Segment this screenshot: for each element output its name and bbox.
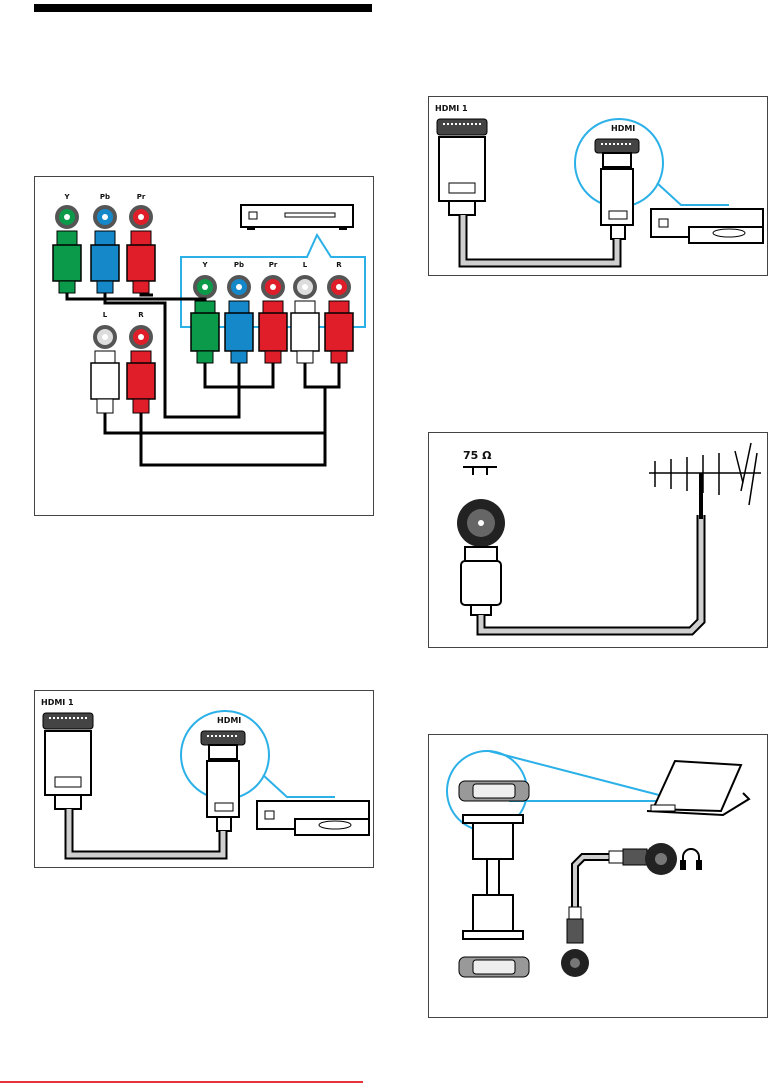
- svg-text:R: R: [336, 261, 342, 269]
- hdmi-plug-tv: [43, 713, 93, 809]
- hdmi-device-port-label: HDMI: [217, 716, 241, 725]
- footer-rule: [0, 1081, 363, 1083]
- vga-cable: [463, 815, 523, 939]
- impedance-label: 75 Ω: [463, 449, 492, 462]
- svg-text:Pb: Pb: [100, 193, 110, 201]
- hdmi-tv-port-label: HDMI 1: [435, 104, 468, 113]
- hdmi-tv-port-label: HDMI 1: [41, 698, 74, 707]
- dvd-player-icon: [651, 209, 763, 243]
- component-video-diagram: Y Pb Pr: [34, 176, 374, 516]
- svg-text:Y: Y: [201, 261, 208, 269]
- svg-text:Pr: Pr: [137, 193, 146, 201]
- device-jacks: Y Pb Pr L R: [193, 261, 351, 299]
- pc-connection-diagram: [428, 734, 768, 1018]
- source-jack-pr: Pr: [129, 193, 153, 229]
- coax-jack-icon: [457, 499, 505, 547]
- video-device-icon: [241, 205, 353, 230]
- hdmi-plug-device: [201, 731, 245, 831]
- source-jack-y: Y: [55, 193, 79, 229]
- audio-jacks: L R: [91, 311, 155, 413]
- dvd-player-icon: [257, 801, 369, 835]
- antenna-icon: [649, 443, 761, 519]
- audio-jack-icon: [561, 949, 589, 977]
- hdmi-plug-tv: [437, 119, 487, 215]
- source-plug-pb: [91, 231, 119, 293]
- svg-text:Y: Y: [63, 193, 70, 201]
- vga-port-icon: [459, 781, 529, 801]
- vga-port-icon: [459, 957, 529, 977]
- svg-text:Pb: Pb: [234, 261, 244, 269]
- svg-text:Pr: Pr: [269, 261, 278, 269]
- source-plug-pr: [127, 231, 155, 293]
- coax-symbol-icon: [463, 467, 497, 475]
- headphone-icon: [681, 849, 701, 869]
- coax-plug: [461, 547, 501, 615]
- audio-cable: [567, 849, 647, 943]
- hdmi-diagram-right: HDMI 1 HDMI: [428, 96, 768, 276]
- antenna-diagram: 75 Ω: [428, 432, 768, 648]
- source-plug-y: [53, 231, 81, 293]
- laptop-icon: [647, 761, 749, 815]
- svg-text:L: L: [303, 261, 308, 269]
- header-rule: [34, 4, 372, 12]
- source-jack-pb: Pb: [93, 193, 117, 229]
- svg-text:R: R: [138, 311, 144, 319]
- svg-text:L: L: [103, 311, 108, 319]
- hdmi-diagram-left: HDMI 1 HDMI: [34, 690, 374, 868]
- hdmi-device-port-label: HDMI: [611, 124, 635, 133]
- device-plugs: [191, 301, 353, 363]
- audio-jack-icon: [645, 843, 677, 875]
- hdmi-plug-device: [595, 139, 639, 239]
